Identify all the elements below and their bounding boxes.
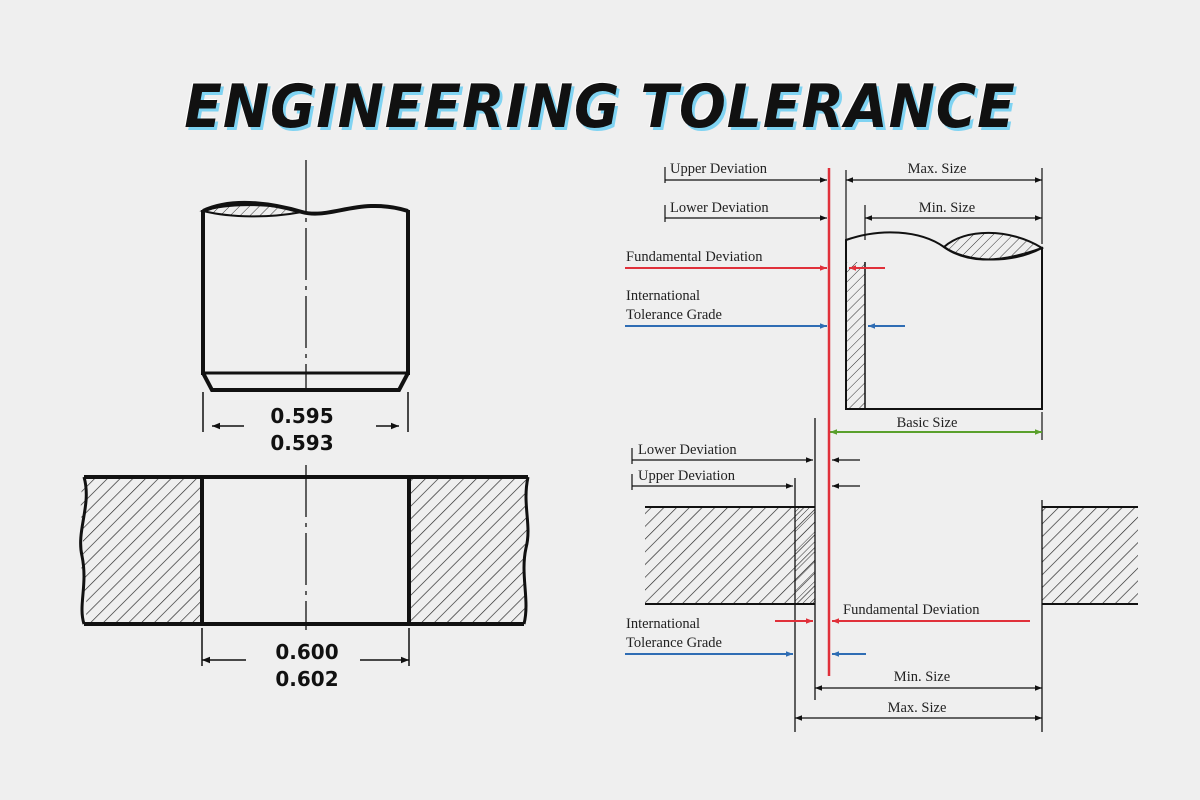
shaft-tolerance-zone [846,262,865,409]
hole-upper-deviation-label: Upper Deviation [638,468,736,484]
hole-dim-max: 0.602 [275,667,338,691]
figure-title: ENGINEERING TOLERANCE [184,72,1016,142]
hole-drawing: 0.600 0.602 [79,465,530,691]
hole-break-line-left [79,476,88,625]
shaft-break-section [199,204,303,218]
shaft-min-size-label: Min. Size [919,200,975,216]
hole-dim-min: 0.600 [275,640,338,664]
hole-it-grade-label-line2: Tolerance Grade [626,635,722,651]
shaft-it-grade-label-line1: International [626,288,700,304]
shaft-it-grade-label-line2: Tolerance Grade [626,307,722,323]
hole-break-line-right [522,476,530,625]
shaft-lower-deviation-label: Lower Deviation [670,200,769,216]
hole-tolerance-diagram: Lower Deviation Upper Deviation Fundamen… [625,418,1138,732]
shaft-drawing: 0.595 0.593 [199,160,410,455]
hole-lower-deviation-label: Lower Deviation [638,442,737,458]
shaft-tolerance-diagram: Upper Deviation Lower Deviation Max. Siz… [625,161,1045,440]
hole-min-size-label: Min. Size [894,669,950,685]
shaft-dim-max: 0.595 [270,404,333,428]
shaft-break-section-right [942,231,1045,261]
hole-tolerance-zone [795,507,815,604]
shaft-chamfer [201,372,410,392]
hole-it-grade-label-line1: International [626,616,700,632]
shaft-max-size-label: Max. Size [908,161,967,177]
hole-fundamental-deviation-label: Fundamental Deviation [843,602,980,618]
basic-size-label: Basic Size [897,415,958,431]
shaft-dim-min: 0.593 [270,431,333,455]
shaft-upper-deviation-label: Upper Deviation [670,161,768,177]
shaft-fundamental-deviation-label: Fundamental Deviation [626,249,763,265]
hole-max-size-label: Max. Size [888,700,947,716]
